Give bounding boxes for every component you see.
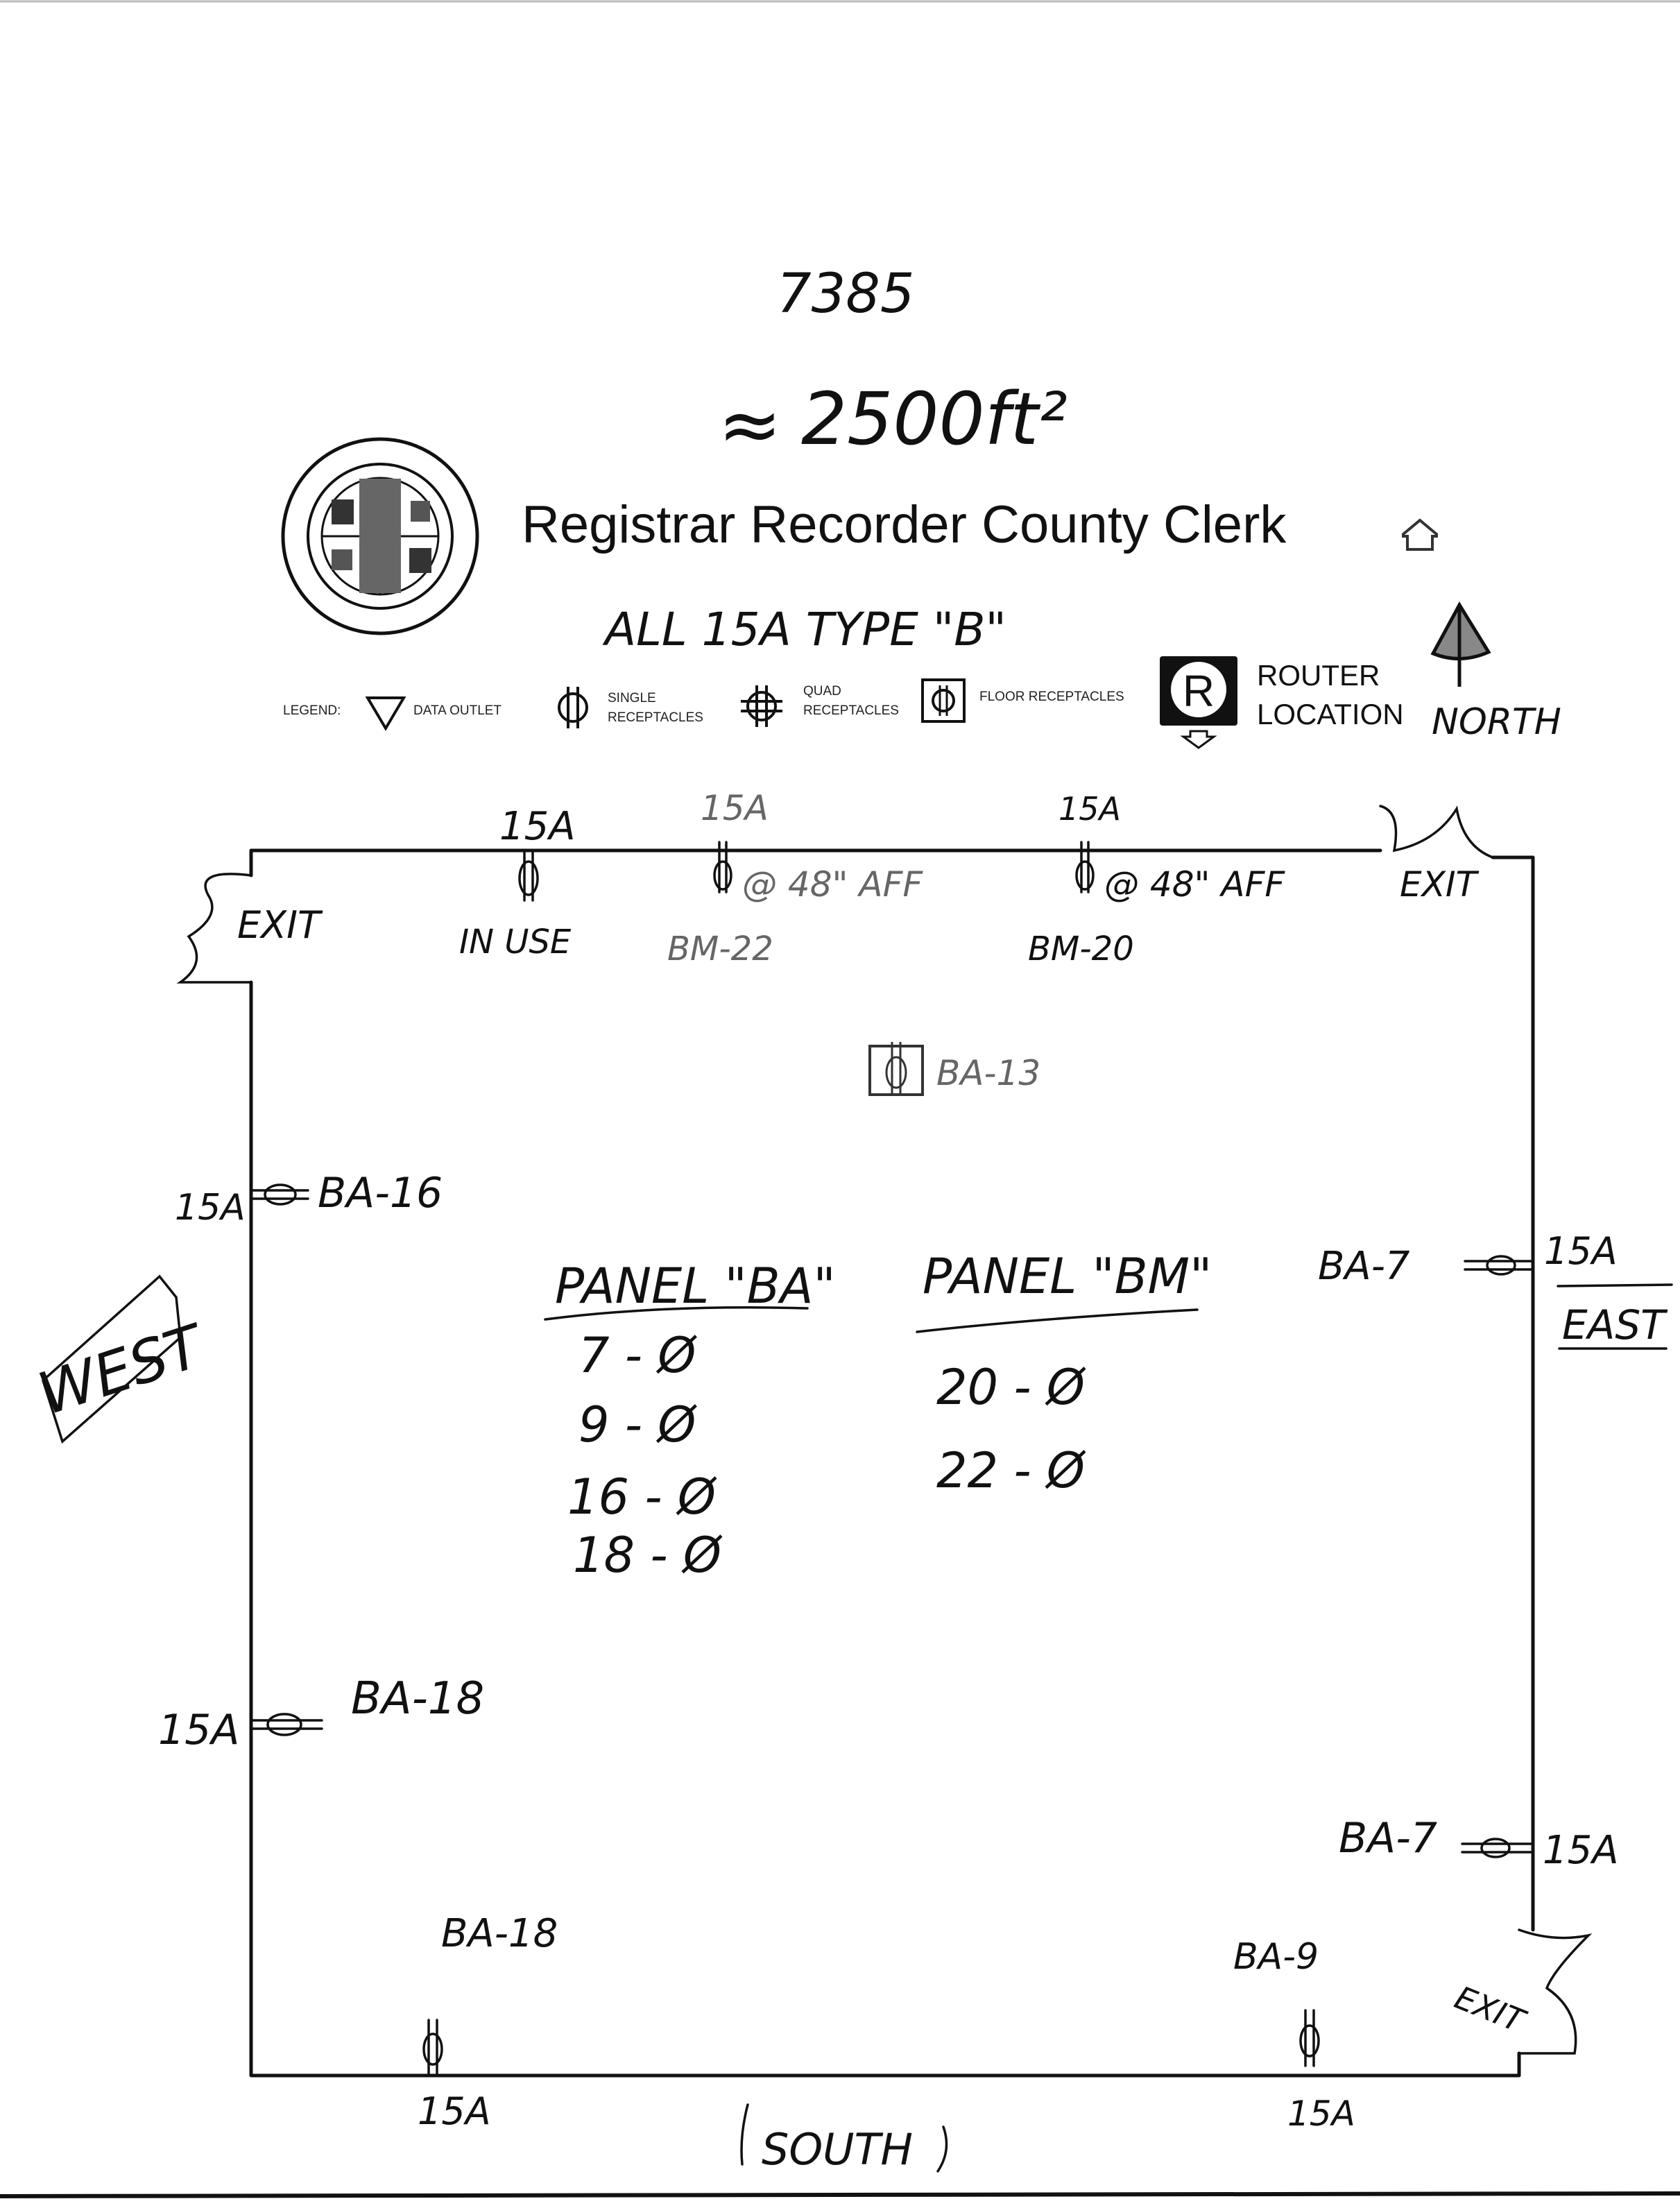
exit-se-label: EXIT <box>1450 1978 1532 2041</box>
exit-ne-label: EXIT <box>1400 864 1480 905</box>
floor-receptacle-circuit: BA-13 <box>936 1053 1040 1093</box>
outlet-top-1: 15A IN USE <box>459 804 576 961</box>
north-label: NORTH <box>1432 701 1561 743</box>
outlet-west-2: 15A BA-18 <box>158 1673 484 1754</box>
outlet-top-2-note: @ 48" AFF <box>742 864 923 905</box>
legend-single-line2: RECEPTACLES <box>608 710 703 725</box>
panel-bm-title: PANEL "BM" <box>923 1248 1212 1305</box>
quad-receptacle-icon <box>741 685 782 727</box>
south-label: SOUTH <box>762 2124 913 2175</box>
handwritten-area: 2500ft² <box>801 377 1068 461</box>
outlet-east-2-circuit: BA-7 <box>1339 1814 1437 1863</box>
outlet-top-3: 15A @ 48" AFF BM-20 <box>1028 790 1285 968</box>
north-arrow-icon <box>1430 601 1491 687</box>
outlet-east-1-amp: 15A <box>1544 1229 1618 1273</box>
east-label-box: EAST <box>1557 1283 1673 1350</box>
legend-router-line2: LOCATION <box>1257 698 1404 730</box>
county-seal <box>281 437 479 635</box>
outlet-south-2-amp: 15A <box>1287 2094 1355 2134</box>
legend: LEGEND: DATA OUTLET SINGLE RECEPTACLES Q… <box>283 601 1561 749</box>
router-symbol: R <box>1183 666 1215 716</box>
west-label: WEST <box>31 1311 214 1428</box>
outlet-top-1-note: IN USE <box>459 923 572 961</box>
panel-bm-list: PANEL "BM" 20 - Ø 22 - Ø <box>916 1248 1212 1499</box>
panel-ba-row: 9 - Ø <box>578 1396 697 1453</box>
outlet-top-3-note: @ 48" AFF <box>1104 864 1285 905</box>
legend-label: LEGEND: <box>283 703 341 718</box>
outlet-west-1-circuit: BA-16 <box>318 1169 443 1217</box>
exit-nw-label: EXIT <box>237 903 323 947</box>
exit-south-east: EXIT <box>1450 1928 1593 2055</box>
outlet-east-2: BA-7 15A <box>1339 1814 1619 1873</box>
data-outlet-icon <box>365 696 406 731</box>
legend-quad-line1: QUAD <box>803 684 841 699</box>
single-receptacle-icon <box>558 687 588 728</box>
letterhead-title: Registrar Recorder County Clerk <box>522 495 1287 554</box>
outlet-south-1-amp: 15A <box>418 2089 491 2133</box>
outlet-top-2-circuit: BM-22 <box>667 930 773 968</box>
panel-ba-row: 7 - Ø <box>578 1327 697 1384</box>
outlet-west-2-amp: 15A <box>158 1706 239 1754</box>
south-label-box: SOUTH <box>740 2103 948 2175</box>
outlet-east-2-amp: 15A <box>1543 1828 1619 1873</box>
west-label-box: WEST <box>31 1274 214 1444</box>
outlet-top-1-amp: 15A <box>499 804 576 849</box>
room-outline <box>249 848 1535 2078</box>
east-label: EAST <box>1562 1301 1668 1349</box>
handwritten-number: 7385 <box>777 263 915 325</box>
legend-router-line1: ROUTER <box>1257 659 1380 692</box>
outlet-top-3-amp: 15A <box>1058 790 1121 828</box>
outlet-east-1-circuit: BA-7 <box>1318 1244 1410 1289</box>
home-icon <box>1402 518 1438 551</box>
legend-single-line1: SINGLE <box>608 691 656 705</box>
outlet-west-1: 15A BA-16 <box>175 1169 443 1229</box>
outlet-west-1-amp: 15A <box>175 1187 246 1229</box>
outlet-south-1: BA-18 15A <box>418 1911 558 2133</box>
panel-ba-list: PANEL "BA" 7 - Ø 9 - Ø 16 - Ø 18 - Ø <box>544 1258 836 1584</box>
outlet-south-2-circuit: BA-9 <box>1233 1936 1319 1978</box>
floor-receptacle-icon <box>921 678 966 723</box>
exit-north-east: EXIT <box>1379 805 1494 905</box>
legend-data-outlet: DATA OUTLET <box>413 703 502 718</box>
handwritten-note: ALL 15A TYPE "B" <box>602 603 1006 656</box>
outlet-east-1: BA-7 15A <box>1318 1229 1618 1289</box>
legend-floor: FLOOR RECEPTACLES <box>979 690 1124 704</box>
legend-quad-line2: RECEPTACLES <box>803 703 899 718</box>
outlet-south-1-circuit: BA-18 <box>441 1911 558 1956</box>
outlet-top-2-amp: 15A <box>701 788 769 828</box>
floor-receptacle: BA-13 <box>868 1042 1040 1096</box>
panel-bm-row: 20 - Ø <box>936 1359 1086 1416</box>
exit-north-west: EXIT <box>176 873 323 984</box>
outlet-top-3-circuit: BM-20 <box>1028 930 1134 968</box>
outlet-west-2-circuit: BA-18 <box>351 1673 484 1725</box>
panel-bm-row: 22 - Ø <box>936 1442 1086 1499</box>
scan-edge-bottom <box>0 2191 1680 2198</box>
approx-sign: ≈ <box>718 380 782 469</box>
panel-ba-title: PANEL "BA" <box>555 1258 836 1315</box>
router-icon: R <box>1160 656 1237 749</box>
outlet-top-2: 15A @ 48" AFF BM-22 <box>667 788 923 968</box>
panel-ba-row: 16 - Ø <box>567 1469 717 1525</box>
panel-ba-row: 18 - Ø <box>573 1527 723 1584</box>
outlet-south-2: BA-9 15A <box>1233 1936 1355 2134</box>
